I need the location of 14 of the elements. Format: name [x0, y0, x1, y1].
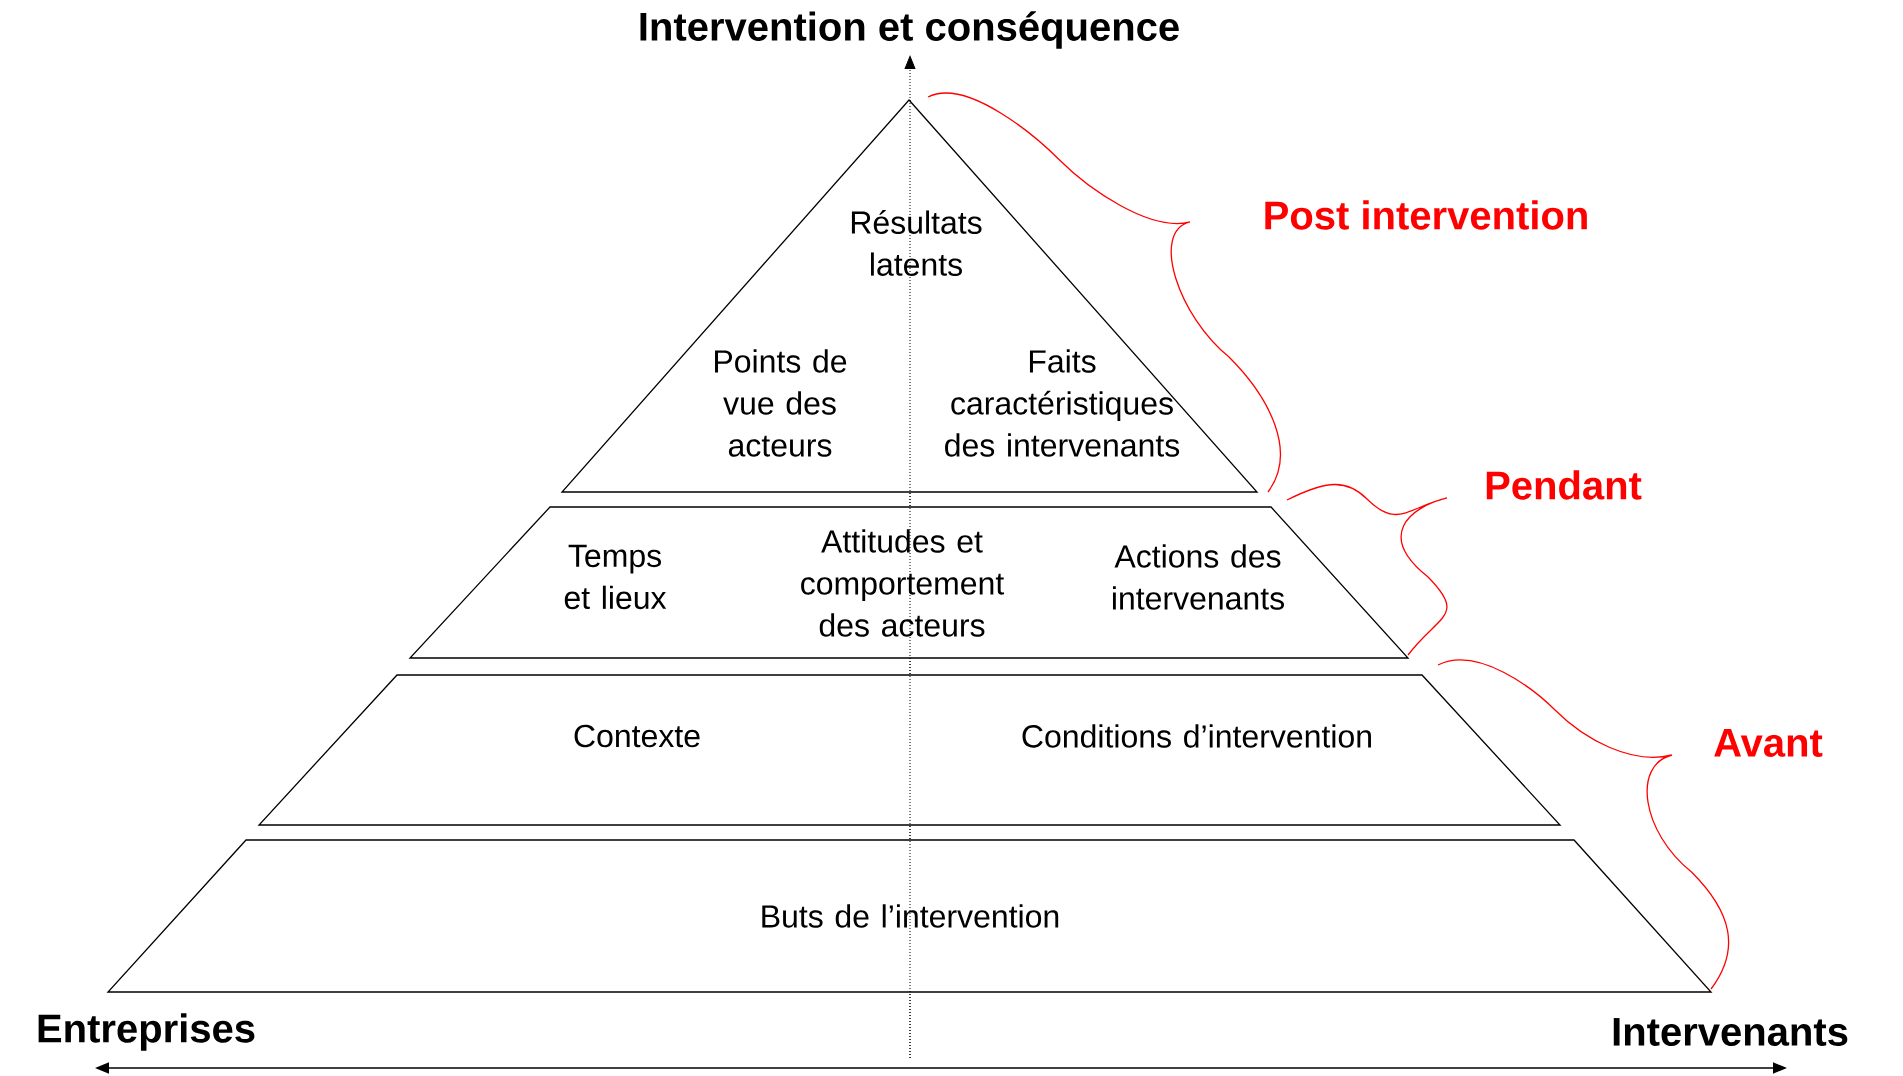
- layer-text: Buts de l’intervention: [762, 904, 1059, 928]
- title: Intervention et conséquence: [640, 11, 1179, 49]
- layer-text: Conditions d’intervention: [1022, 724, 1371, 748]
- layer-text: Attitudes et comportement des acteurs: [801, 529, 1004, 637]
- phase-label: Pendant: [1486, 470, 1642, 500]
- axis-label: Intervenants: [1613, 1018, 1848, 1046]
- layer-text: Contexte: [574, 724, 700, 748]
- layer-text: Points de vue des acteurs: [715, 349, 847, 457]
- phase-label: Avant: [1714, 729, 1823, 757]
- layer-text: Temps et lieux: [564, 544, 667, 610]
- layer-text: Actions des intervenants: [1113, 544, 1284, 610]
- layer-text: Faits caractéristiques des intervenants: [945, 349, 1180, 457]
- layer-text: Résultats latents: [851, 210, 982, 276]
- axis-label: Entreprises: [38, 1013, 255, 1051]
